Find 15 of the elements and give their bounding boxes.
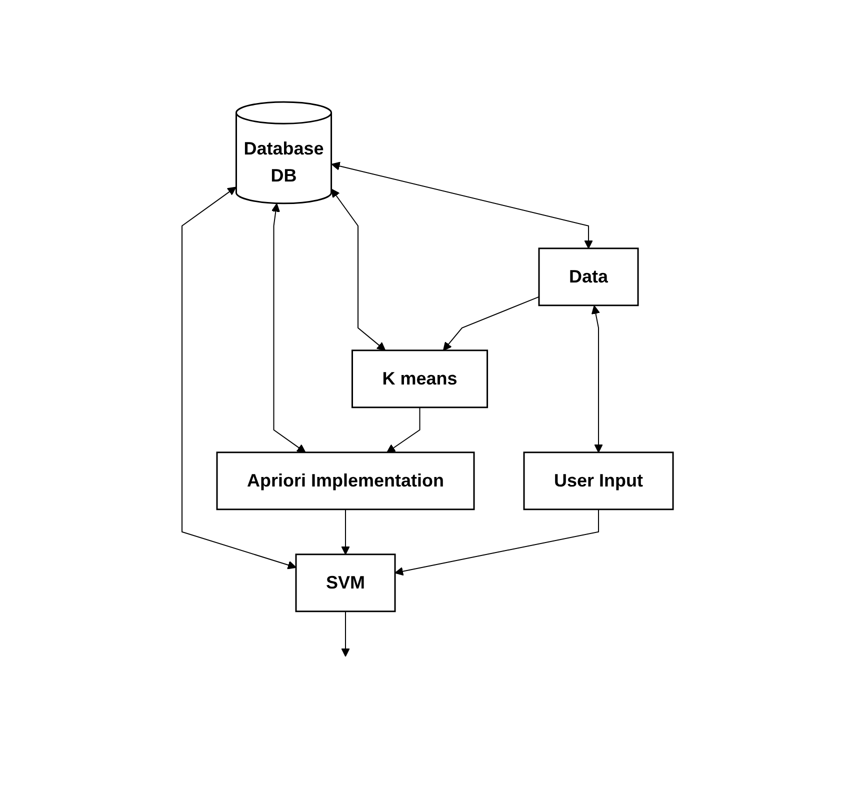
node-box: Apriori Implementation (216, 452, 475, 510)
arrow (182, 187, 296, 570)
arrow (591, 306, 603, 454)
arrow (341, 611, 350, 658)
arrow (331, 162, 593, 250)
node-box: Data (538, 248, 639, 306)
node-box: SVM (295, 554, 396, 612)
arrow (442, 296, 540, 352)
arrow (271, 204, 306, 454)
arrow (341, 509, 350, 556)
arrow (386, 407, 420, 454)
node-box: K means (351, 350, 488, 408)
node-box: User Input (523, 452, 674, 510)
arrow (394, 509, 599, 576)
arrow (331, 188, 386, 352)
